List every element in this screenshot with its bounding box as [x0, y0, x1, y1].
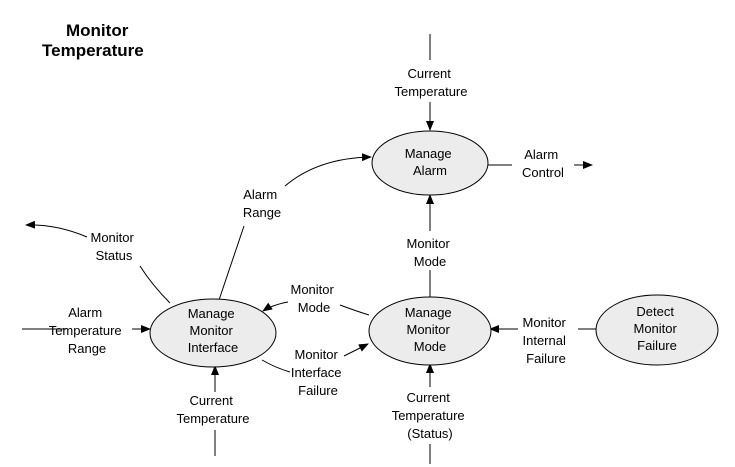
process-detect-monitor-failure-label: Detect Monitor Failure [634, 304, 681, 353]
process-manage-monitor-mode: Manage Monitor Mode [368, 296, 492, 366]
flow-label-current-temperature-status: Current Temperature (Status) [392, 390, 469, 441]
process-manage-monitor-mode-shape [368, 296, 492, 366]
flow-label-monitor-internal-failure: Monitor Internal Failure [523, 315, 570, 366]
flow-label-current-temperature-interface: Current Temperature [177, 393, 250, 426]
process-manage-alarm: Manage Alarm [371, 130, 489, 196]
process-detect-monitor-failure: Detect Monitor Failure [595, 294, 719, 366]
process-manage-monitor-interface: Manage Monitor Interface [149, 298, 277, 368]
flow-label-current-temperature-alarm: Current Temperature [395, 66, 468, 99]
flow-label-monitor-mode-to-interface: Monitor Mode [291, 282, 338, 315]
flow-label-monitor-mode-to-alarm: Monitor Mode [407, 236, 454, 269]
flow-alarm-range-upper [284, 153, 372, 187]
flow-lines [22, 34, 596, 464]
process-manage-monitor-mode-label: Manage Monitor Mode [405, 305, 456, 354]
flow-label-alarm-range: Alarm Range [243, 187, 281, 220]
flow-monitor-mode-to-interface-left [262, 301, 289, 312]
process-manage-alarm-shape [371, 130, 489, 196]
flow-label-alarm-control: Alarm Control [522, 147, 564, 180]
flow-monitor-status-upper [25, 220, 88, 238]
flow-interface-failure-in [343, 343, 369, 357]
process-detect-monitor-failure-shape [595, 294, 719, 366]
flow-label-monitor-interface-failure: Monitor Interface Failure [291, 347, 345, 398]
flow-alarm-range-lower [218, 225, 245, 301]
flow-label-alarm-temperature-range: Alarm Temperature Range [49, 305, 126, 356]
flow-interface-failure-out [261, 359, 291, 373]
process-manage-monitor-interface-label: Manage Monitor Interface [188, 306, 239, 355]
process-manage-alarm-label: Manage Alarm [405, 146, 456, 178]
flow-monitor-status-lower [139, 265, 171, 304]
flow-label-monitor-status: Monitor Status [91, 230, 138, 263]
diagram-title: Monitor Temperature [42, 21, 144, 60]
flow-monitor-mode-to-interface-right [339, 304, 370, 316]
process-manage-monitor-interface-shape [149, 298, 277, 368]
